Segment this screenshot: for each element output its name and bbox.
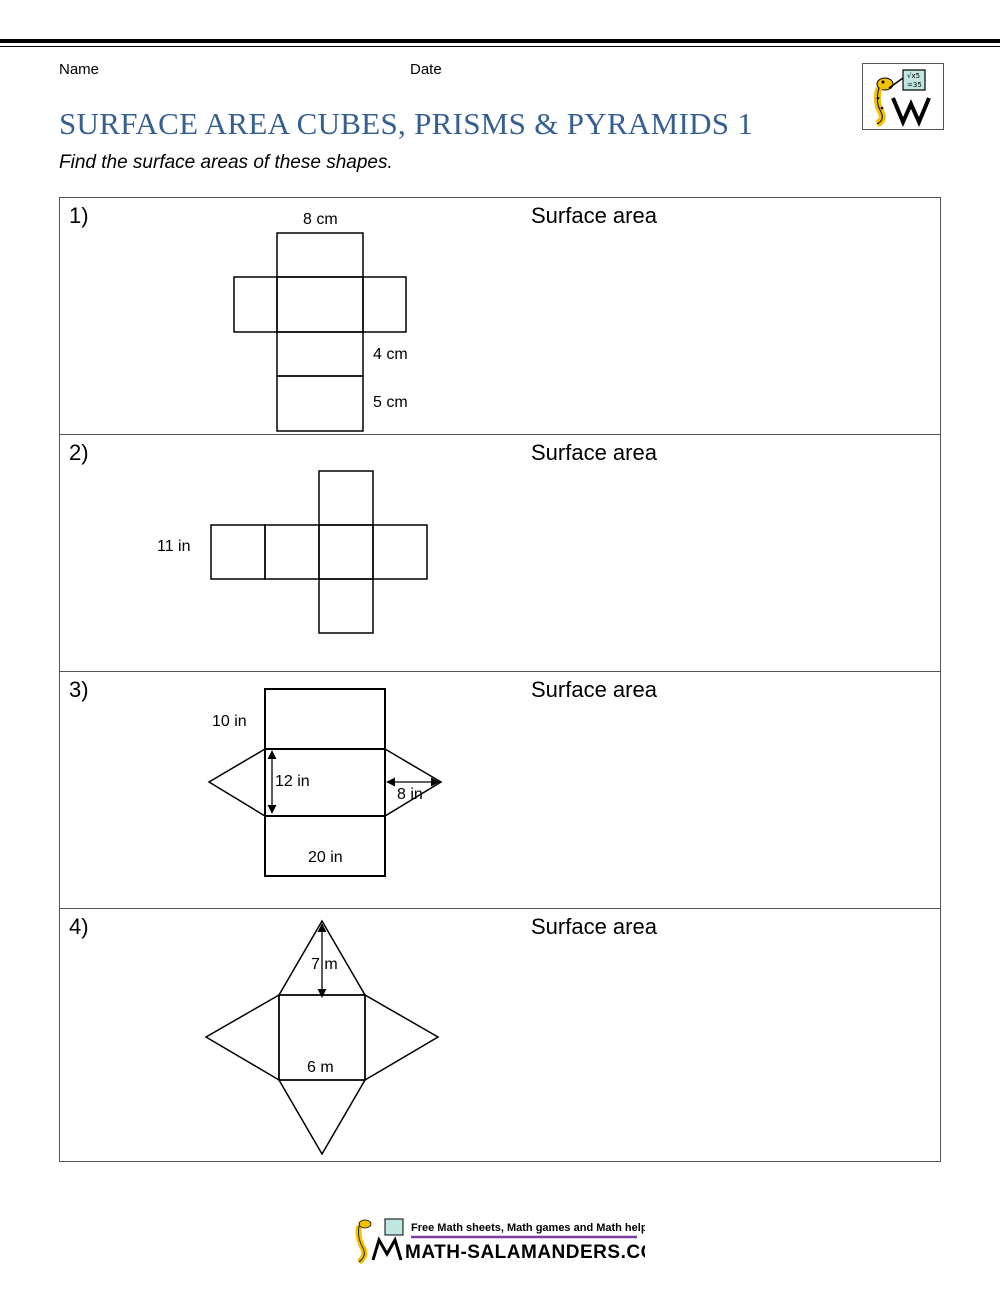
worksheet-instructions: Find the surface areas of these shapes. bbox=[59, 152, 393, 173]
question-3-number: 3) bbox=[69, 677, 89, 702]
q1-depth-label: 5 cm bbox=[373, 394, 408, 411]
q2-net-face-1 bbox=[210, 524, 266, 580]
question-2-answer-label: Surface area bbox=[531, 440, 657, 465]
q1-width-label: 8 cm bbox=[303, 211, 338, 228]
q1-net-top-face bbox=[276, 232, 364, 278]
q2-net-face-4 bbox=[372, 524, 428, 580]
q3-net-bottom-rect bbox=[264, 815, 386, 877]
q3-length-label: 10 in bbox=[212, 713, 247, 730]
q1-net-front-face bbox=[276, 276, 364, 333]
question-1-diagram: 8 cm 4 cm 5 cm bbox=[233, 211, 408, 432]
q3-triangle-height-label: 8 in bbox=[397, 786, 423, 803]
date-label: Date bbox=[410, 61, 442, 78]
question-1-number: 1) bbox=[69, 203, 89, 228]
question-3-answer-label: Surface area bbox=[531, 677, 657, 702]
q2-net-face-2 bbox=[264, 524, 320, 580]
question-2-number: 2) bbox=[69, 440, 89, 465]
footer-logo: Free Math sheets, Math games and Math he… bbox=[355, 1218, 645, 1265]
question-grid: 1) Surface area 8 cm 4 cm 5 cm 2) Surfac… bbox=[59, 197, 941, 1162]
q4-net-left-triangle bbox=[204, 993, 280, 1082]
q4-net-bottom-triangle bbox=[277, 1079, 367, 1156]
salamander-logo: √x5 =35 bbox=[862, 63, 944, 130]
top-rule-thick bbox=[0, 39, 1000, 43]
q4-net-right-triangle bbox=[364, 993, 440, 1082]
question-3-diagram: 10 in 12 in 8 in 20 in bbox=[207, 688, 443, 877]
footer-site-name: MATH-SALAMANDERS.COM bbox=[405, 1242, 645, 1263]
q1-net-right-face bbox=[362, 276, 407, 333]
question-4-diagram: 7 m 6 m bbox=[204, 919, 440, 1156]
q1-net-bottom-face bbox=[276, 331, 364, 377]
q2-net-face-3 bbox=[318, 524, 374, 580]
logo-board-line2: =35 bbox=[907, 81, 922, 89]
q1-net-back-face bbox=[276, 375, 364, 432]
q2-side-label: 11 in bbox=[157, 538, 191, 555]
question-4-number: 4) bbox=[69, 914, 89, 939]
q4-base-label: 6 m bbox=[307, 1059, 334, 1076]
q2-net-top-face bbox=[318, 470, 374, 526]
q4-slant-height-label: 7 m bbox=[311, 956, 338, 973]
q3-net-top-rect bbox=[264, 688, 386, 750]
question-3: 3) Surface area 10 in 12 in 8 in 20 in bbox=[60, 672, 940, 909]
q2-net-bottom-face bbox=[318, 578, 374, 634]
name-label: Name bbox=[59, 61, 100, 78]
question-2: 2) Surface area 11 in bbox=[60, 435, 940, 672]
q1-height-label: 4 cm bbox=[373, 346, 408, 363]
footer-tagline: Free Math sheets, Math games and Math he… bbox=[411, 1222, 645, 1234]
q3-net-right-triangle bbox=[384, 747, 443, 818]
question-1-answer-label: Surface area bbox=[531, 203, 657, 228]
salamander-logo-graphic: √x5 =35 bbox=[873, 69, 931, 128]
question-1: 1) Surface area 8 cm 4 cm 5 cm bbox=[60, 198, 940, 435]
question-4-answer-label: Surface area bbox=[531, 914, 657, 939]
q3-width-label: 20 in bbox=[308, 849, 343, 866]
q3-height-label: 12 in bbox=[275, 773, 310, 790]
q1-net-left-face bbox=[233, 276, 278, 333]
top-rule-thin bbox=[0, 46, 1000, 47]
question-2-diagram: 11 in bbox=[157, 470, 428, 634]
q3-net-left-triangle bbox=[207, 747, 266, 818]
question-4: 4) Surface area 7 m 6 m bbox=[60, 909, 940, 1161]
logo-board-line1: √x5 bbox=[907, 72, 920, 80]
worksheet-title: SURFACE AREA CUBES, PRISMS & PYRAMIDS 1 bbox=[59, 106, 754, 141]
